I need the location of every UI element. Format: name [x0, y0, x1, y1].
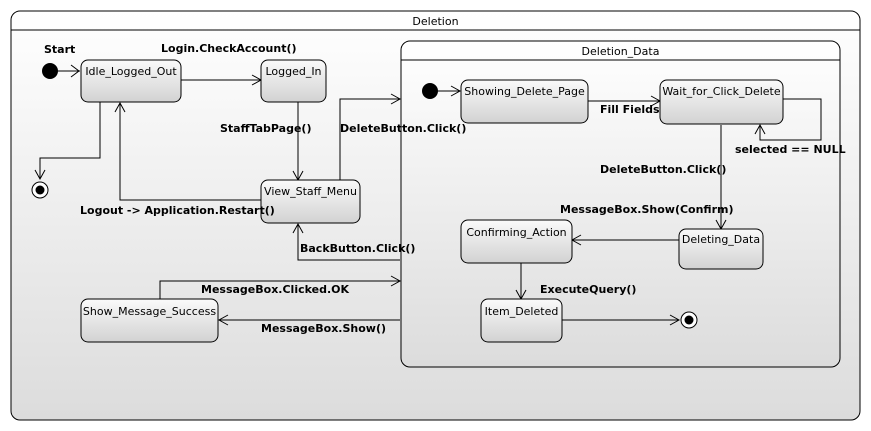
- label-fill-fields: Fill Fields: [600, 103, 660, 116]
- svg-text:Wait_for_Click_Delete: Wait_for_Click_Delete: [662, 85, 780, 98]
- svg-text:Idle_Logged_Out: Idle_Logged_Out: [85, 65, 177, 78]
- state-deleting-data[interactable]: Deleting_Data: [678, 228, 764, 270]
- state-confirming-action[interactable]: Confirming_Action: [460, 219, 573, 264]
- svg-text:Logged_In: Logged_In: [265, 65, 321, 78]
- label-login: Login.CheckAccount(): [161, 42, 297, 55]
- state-show-message-success[interactable]: Show_Message_Success: [80, 298, 219, 343]
- label-delete-inner: DeleteButton.Click(): [600, 163, 726, 176]
- state-view-staff-menu[interactable]: View_Staff_Menu: [260, 179, 361, 224]
- label-execute: ExecuteQuery(): [540, 283, 636, 296]
- state-wait-for-click-delete[interactable]: Wait_for_Click_Delete: [659, 79, 784, 125]
- label-selected-null: selected == NULL: [735, 143, 846, 156]
- label-msg-show: MessageBox.Show(): [261, 322, 386, 335]
- final-node-outer: [31, 181, 49, 199]
- label-logout: Logout -> Application.Restart(): [80, 204, 275, 217]
- final-node-inner: [680, 311, 698, 329]
- state-item-deleted[interactable]: Item_Deleted: [480, 298, 563, 343]
- label-delete-outer: DeleteButton.Click(): [340, 122, 466, 135]
- edge-delete-outer: [339, 98, 400, 180]
- edges-outer: [34, 64, 402, 326]
- label-staff-tab: StaffTabPage(): [220, 122, 311, 135]
- svg-text:Confirming_Action: Confirming_Action: [466, 226, 566, 239]
- composite-title: Deletion_Data: [582, 45, 660, 58]
- state-logged-in[interactable]: Logged_In: [260, 59, 327, 103]
- edge-back: [297, 224, 400, 261]
- initial-node-inner: [422, 83, 438, 99]
- label-msg-confirm: MessageBox.Show(Confirm): [560, 203, 734, 216]
- svg-text:Show_Message_Success: Show_Message_Success: [83, 305, 216, 318]
- label-msg-ok: MessageBox.Clicked.OK: [201, 283, 349, 296]
- edge-idle-final: [39, 102, 101, 179]
- state-showing-delete-page[interactable]: Showing_Delete_Page: [460, 79, 589, 124]
- svg-text:Deleting_Data: Deleting_Data: [682, 233, 760, 246]
- edge-logout: [119, 103, 261, 201]
- svg-text:View_Staff_Menu: View_Staff_Menu: [264, 185, 357, 198]
- state-idle-logged-out[interactable]: Idle_Logged_Out: [80, 59, 182, 103]
- svg-text:Showing_Delete_Page: Showing_Delete_Page: [464, 85, 585, 98]
- edge-self-loop: [759, 98, 822, 141]
- diagram-title: Deletion: [412, 15, 458, 28]
- edge-msg-ok: [159, 280, 400, 299]
- svg-text:Item_Deleted: Item_Deleted: [485, 305, 559, 318]
- start-label: Start: [44, 43, 75, 56]
- label-back: BackButton.Click(): [300, 242, 415, 255]
- initial-node: [42, 63, 58, 79]
